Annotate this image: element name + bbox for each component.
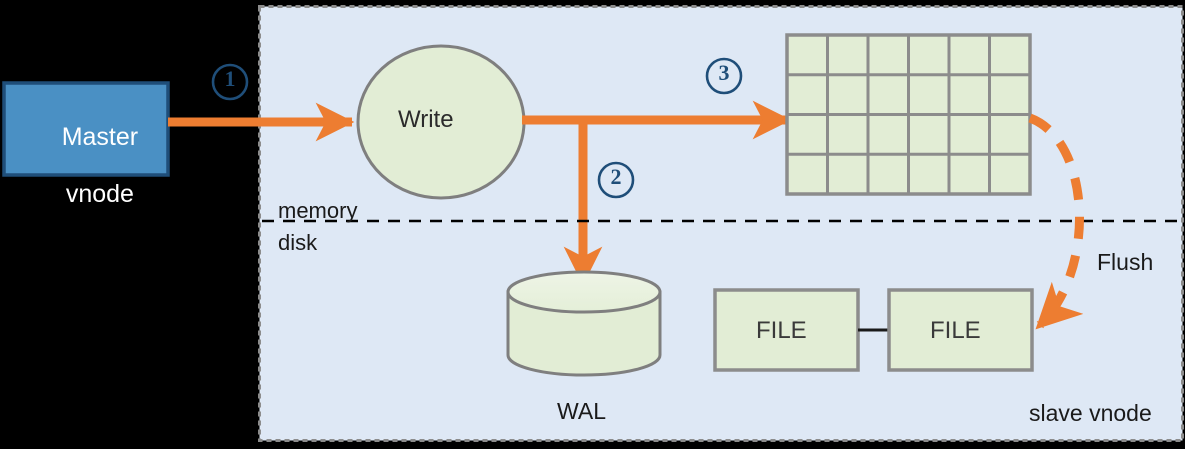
wal-cylinder[interactable]: [506, 270, 662, 377]
master-vnode-label-line1: Master: [61, 122, 139, 151]
file-box-right[interactable]: [887, 288, 1034, 372]
master-vnode-label-line2: vnode: [65, 180, 134, 209]
step-marker-1-circle: [211, 63, 249, 101]
flush-label: Flush: [1097, 249, 1154, 275]
disk-label: disk: [278, 230, 318, 255]
master-vnode-label: Master vnode: [3, 94, 169, 238]
wal-label: WAL: [557, 398, 606, 424]
step-marker-3-number: 3: [718, 60, 730, 85]
step-marker-1-number: 1: [224, 66, 236, 91]
memtable-grid[interactable]: [785, 33, 1032, 196]
master-vnode-box[interactable]: [2, 81, 170, 177]
file-box-right-label: FILE: [930, 317, 981, 344]
write-node-label: Write: [398, 106, 454, 133]
slave-vnode-label: slave vnode: [1029, 400, 1152, 426]
step-marker-3-circle: [705, 57, 743, 95]
file-box-left-label: FILE: [756, 317, 807, 344]
flush-arrow: [1028, 113, 1084, 330]
file-box-left[interactable]: [713, 288, 860, 372]
step-marker-2-circle: [597, 161, 635, 199]
step-marker-2-number: 2: [610, 164, 622, 189]
memory-label: memory: [278, 198, 358, 223]
